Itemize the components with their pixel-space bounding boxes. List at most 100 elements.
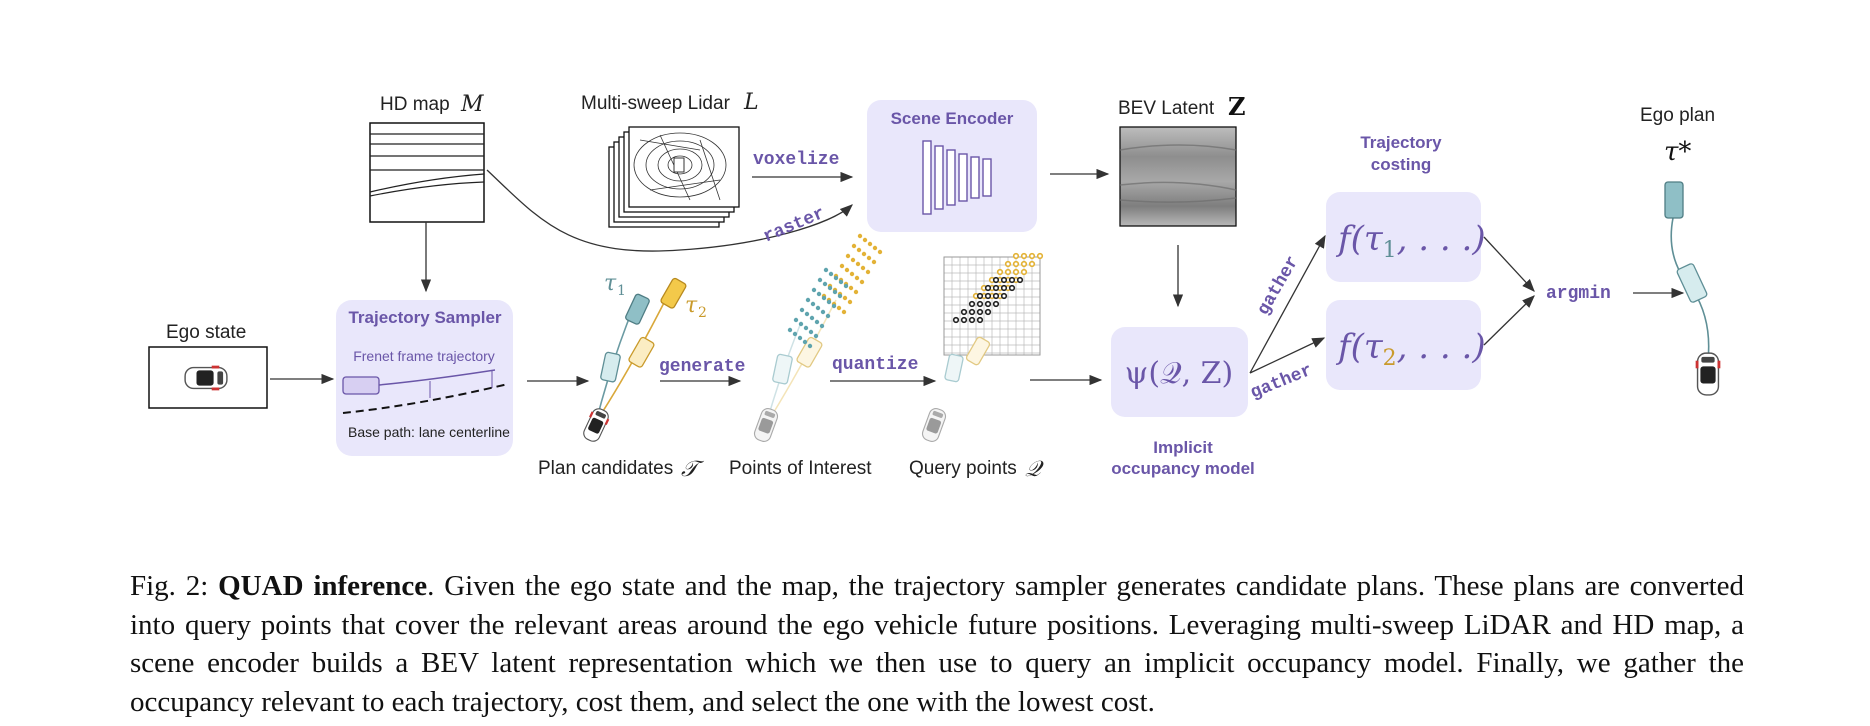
poi-dot: [798, 321, 804, 327]
poi-dot: [859, 279, 865, 285]
poi-dot: [871, 259, 877, 265]
poi-dot: [862, 237, 868, 243]
query-dot: [1012, 268, 1020, 276]
voxelize-label: voxelize: [753, 150, 839, 170]
poi-dot: [793, 317, 799, 323]
query-dot: [1020, 252, 1028, 260]
poi-dot: [828, 271, 834, 277]
poi-dot: [845, 253, 851, 259]
query-dot: [976, 316, 984, 324]
query-dot: [984, 308, 992, 316]
figure-caption: Fig. 2: QUAD inference. Given the ego st…: [130, 567, 1744, 721]
quantize-label: quantize: [832, 355, 918, 375]
query-dot: [1000, 292, 1008, 300]
ego-state: Ego state: [148, 322, 268, 409]
poi-dot: [841, 309, 847, 315]
costing-title-2: costing: [1371, 155, 1431, 174]
hd-map-symbol: M: [460, 92, 484, 117]
query-dot: [992, 276, 1000, 284]
cost2-f: f(τ: [1335, 327, 1384, 367]
query-dot: [1028, 260, 1036, 268]
raster-label: raster: [761, 204, 828, 248]
ego-plan-label: Ego plan: [1640, 105, 1715, 126]
cost2-tail: , . . .): [1397, 327, 1486, 367]
query-dot: [992, 300, 1000, 308]
hd-map: HD map M: [369, 92, 485, 223]
query-dot: [1008, 284, 1016, 292]
cost-box-2: [1326, 300, 1481, 390]
poi-dot: [815, 305, 821, 311]
poi-dot: [823, 267, 829, 273]
query-points: Query points 𝒬: [909, 252, 1044, 482]
query-dot: [1020, 268, 1028, 276]
poi-dot: [799, 307, 805, 313]
hd-map-label: HD map: [380, 94, 450, 115]
query-dot: [1004, 268, 1012, 276]
query-dot: [992, 292, 1000, 300]
poi-dot: [833, 275, 839, 281]
poi-dot: [809, 315, 815, 321]
svg-text:f(τ1, . . .): f(τ1, . . .): [1335, 219, 1486, 263]
bev-latent-symbol: Z: [1228, 92, 1246, 121]
hd-map-lanes: [369, 133, 485, 197]
poi-dot: [820, 309, 826, 315]
caption-title: QUAD inference: [218, 570, 428, 602]
poi-dot: [832, 289, 838, 295]
occupancy-title-1: Implicit: [1153, 438, 1213, 457]
poi-dot: [797, 335, 803, 341]
poi-dot: [872, 245, 878, 251]
poi-dot: [850, 257, 856, 263]
gather-bottom-label: gather: [1248, 361, 1316, 404]
poi-dot: [816, 291, 822, 297]
trajectory-sampler: Trajectory Sampler Frenet frame trajecto…: [336, 300, 513, 456]
poi-dot: [792, 331, 798, 337]
query-dot: [996, 268, 1004, 276]
poi-dot: [819, 323, 825, 329]
bev-latent-image: [1119, 126, 1237, 227]
ego-plan-symbol: τ*: [1664, 137, 1691, 167]
generate-label: generate: [659, 357, 745, 377]
base-path-label: Base path: lane centerline: [348, 424, 510, 440]
lidar-points: [633, 132, 727, 201]
poi-dot: [807, 343, 813, 349]
query-dots: [952, 252, 1044, 324]
svg-text:f(τ2, . . .): f(τ2, . . .): [1335, 327, 1486, 371]
poi-dot: [817, 277, 823, 283]
poi-dot: [826, 299, 832, 305]
poi-dots: [787, 233, 883, 349]
poi-dot: [844, 267, 850, 273]
query-dot: [968, 316, 976, 324]
query-dot: [1008, 276, 1016, 284]
lidar-stack: Multi-sweep Lidar L: [581, 90, 759, 228]
plan-candidates-label: Plan candidates: [538, 458, 673, 479]
poi-dot: [836, 305, 842, 311]
query-dot: [960, 308, 968, 316]
poi-dot: [854, 275, 860, 281]
poi-dot: [865, 269, 871, 275]
scene-encoder: Scene Encoder: [867, 100, 1037, 232]
poi-dot: [810, 301, 816, 307]
poi-dot: [851, 243, 857, 249]
poi-dot: [813, 333, 819, 339]
tau1-sub: 1: [617, 283, 626, 299]
plan-candidates-symbol: 𝒯: [681, 457, 705, 482]
tau2-sub: 2: [698, 305, 707, 321]
cost-box-1: [1326, 192, 1481, 282]
bev-latent: BEV Latent Z: [1118, 92, 1246, 227]
poi-dot: [811, 287, 817, 293]
bev-latent-label: BEV Latent: [1118, 98, 1215, 119]
poi-dot: [843, 283, 849, 289]
query-dot: [1004, 260, 1012, 268]
scene-encoder-title: Scene Encoder: [891, 109, 1014, 128]
query-dot: [1036, 252, 1044, 260]
tau2-label: τ: [685, 293, 698, 318]
trajectory-costing: Trajectory costing f(τ1, . . .) f(τ2, . …: [1326, 133, 1486, 390]
poi-dot: [802, 339, 808, 345]
query-dot: [1000, 276, 1008, 284]
poi-dot: [827, 285, 833, 291]
costing-title-1: Trajectory: [1360, 133, 1442, 152]
poi-dot: [808, 329, 814, 335]
query-dot: [1020, 260, 1028, 268]
query-dot: [1028, 252, 1036, 260]
query-dot: [984, 300, 992, 308]
